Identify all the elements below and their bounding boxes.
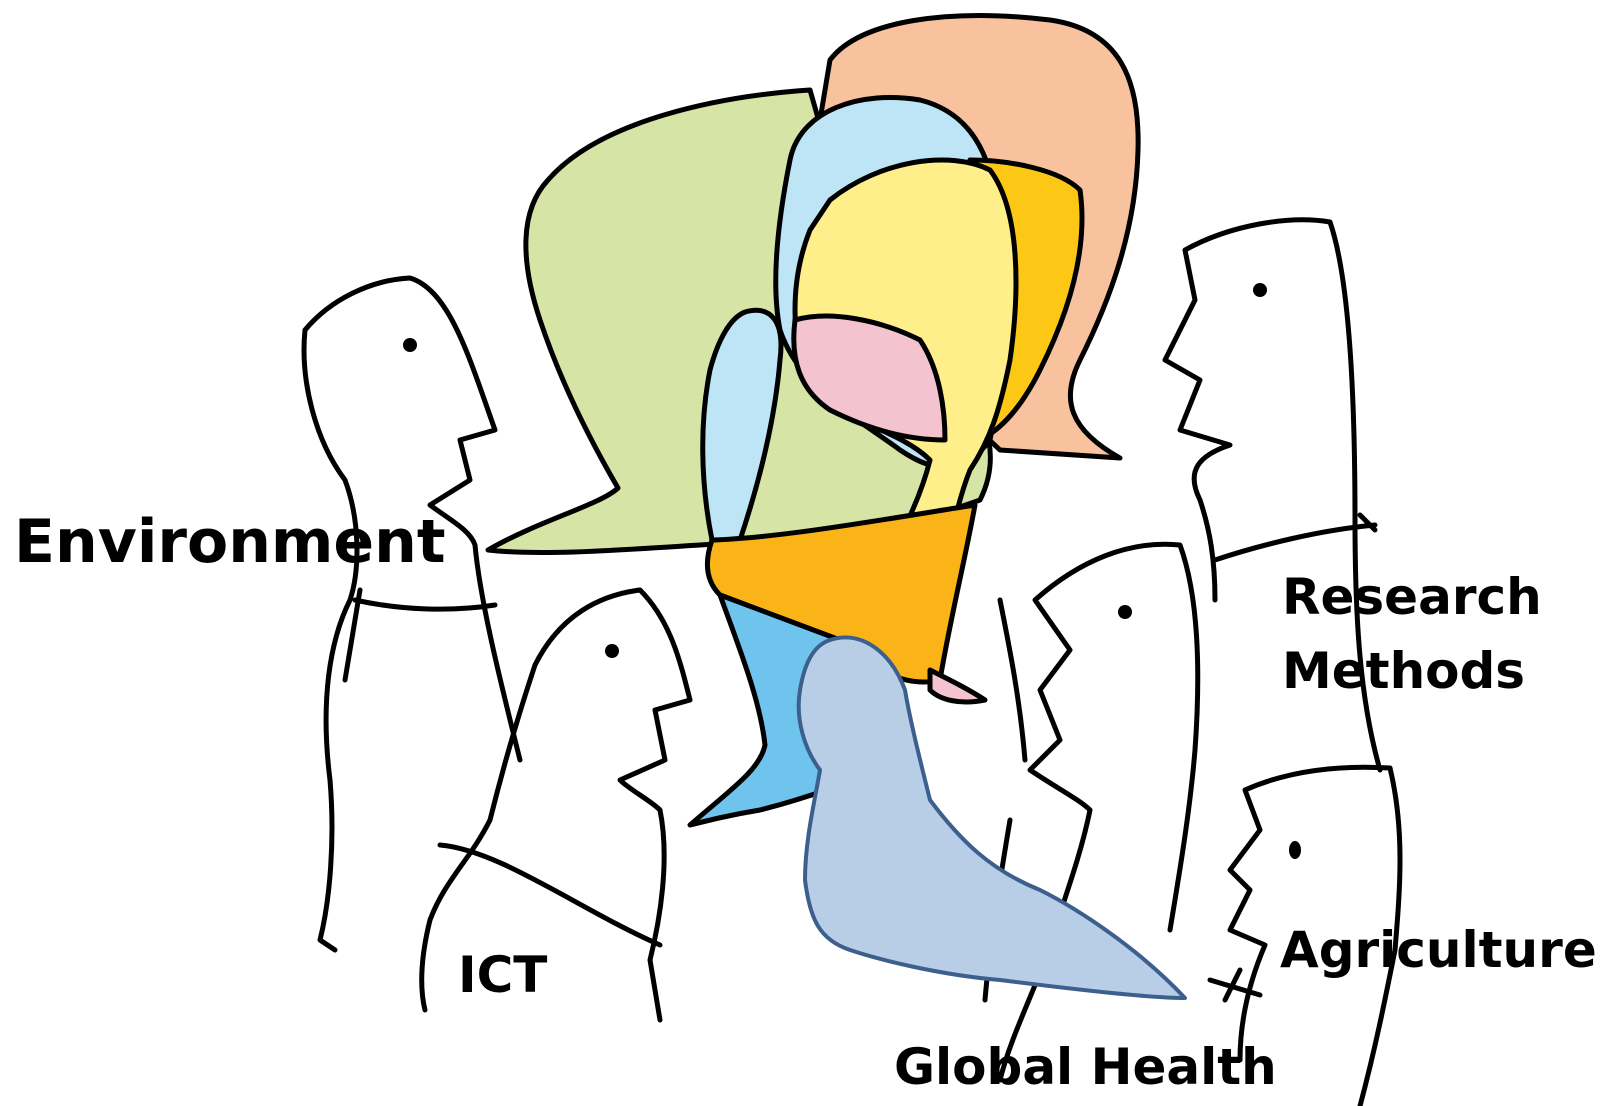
research-methods-label-line1: Research bbox=[1282, 568, 1542, 626]
person-agriculture-eye bbox=[1289, 841, 1301, 859]
person-ict-eye bbox=[605, 644, 619, 658]
ict-label: ICT bbox=[458, 946, 548, 1004]
person-ict bbox=[419, 587, 693, 1023]
person-global-health-outline bbox=[982, 541, 1201, 1083]
agriculture-label: Agriculture bbox=[1280, 921, 1597, 979]
research-methods-label: Research Methods bbox=[1282, 560, 1542, 708]
person-agriculture bbox=[1207, 764, 1403, 1106]
research-methods-label-line2: Methods bbox=[1282, 642, 1526, 700]
person-global-health-eye bbox=[1118, 605, 1132, 619]
global-health-figure bbox=[796, 635, 1187, 1000]
person-research-methods-eye bbox=[1253, 283, 1267, 297]
person-environment bbox=[301, 275, 523, 953]
person-environment-eye bbox=[403, 338, 417, 352]
global-health-label: Global Health bbox=[894, 1038, 1277, 1096]
environment-label: Environment bbox=[14, 507, 446, 577]
speech-bubble-small-pink bbox=[927, 667, 988, 705]
person-research-methods bbox=[1162, 217, 1383, 773]
speech-bubble-pink bbox=[791, 313, 948, 443]
